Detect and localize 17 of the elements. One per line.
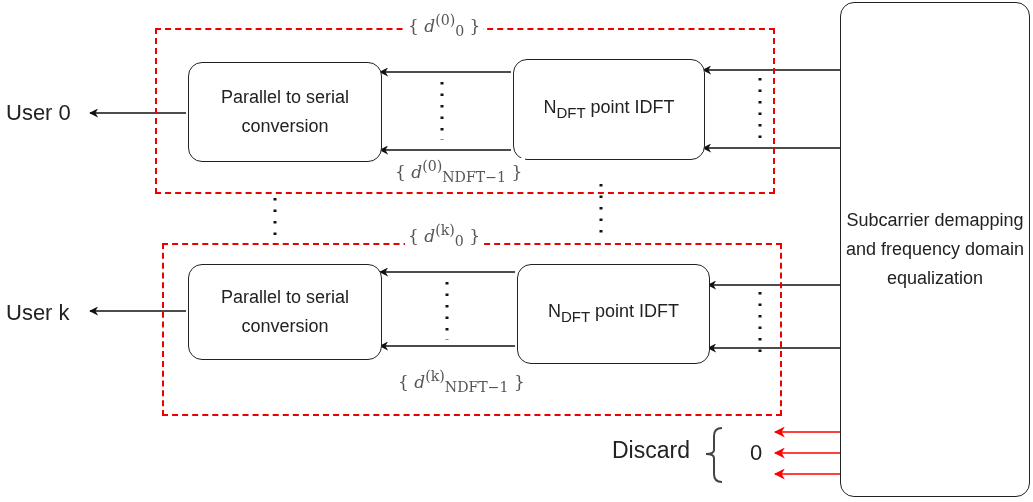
arrow: [379, 67, 512, 77]
arrow: [702, 65, 841, 75]
process-box: Parallel to serial conversion: [188, 264, 382, 360]
text-label: User 0: [6, 96, 90, 130]
arrow: [773, 447, 841, 459]
arrow: [379, 267, 516, 277]
arrow: [773, 426, 841, 438]
arrow: [89, 108, 187, 118]
arrow: [89, 306, 187, 316]
process-box: N$_{DFT}$ point IDFT: [517, 264, 710, 364]
process-box: Subcarrier demapping and frequency domain equalization: [840, 2, 1030, 497]
text-label: Discard: [612, 437, 690, 464]
arrow: [773, 468, 841, 480]
text-label: User k: [6, 296, 90, 330]
process-box: Parallel to serial conversion: [188, 62, 382, 162]
text-label: 0: [742, 430, 770, 476]
process-box: N$_{DFT}$ point IDFT: [513, 59, 705, 160]
